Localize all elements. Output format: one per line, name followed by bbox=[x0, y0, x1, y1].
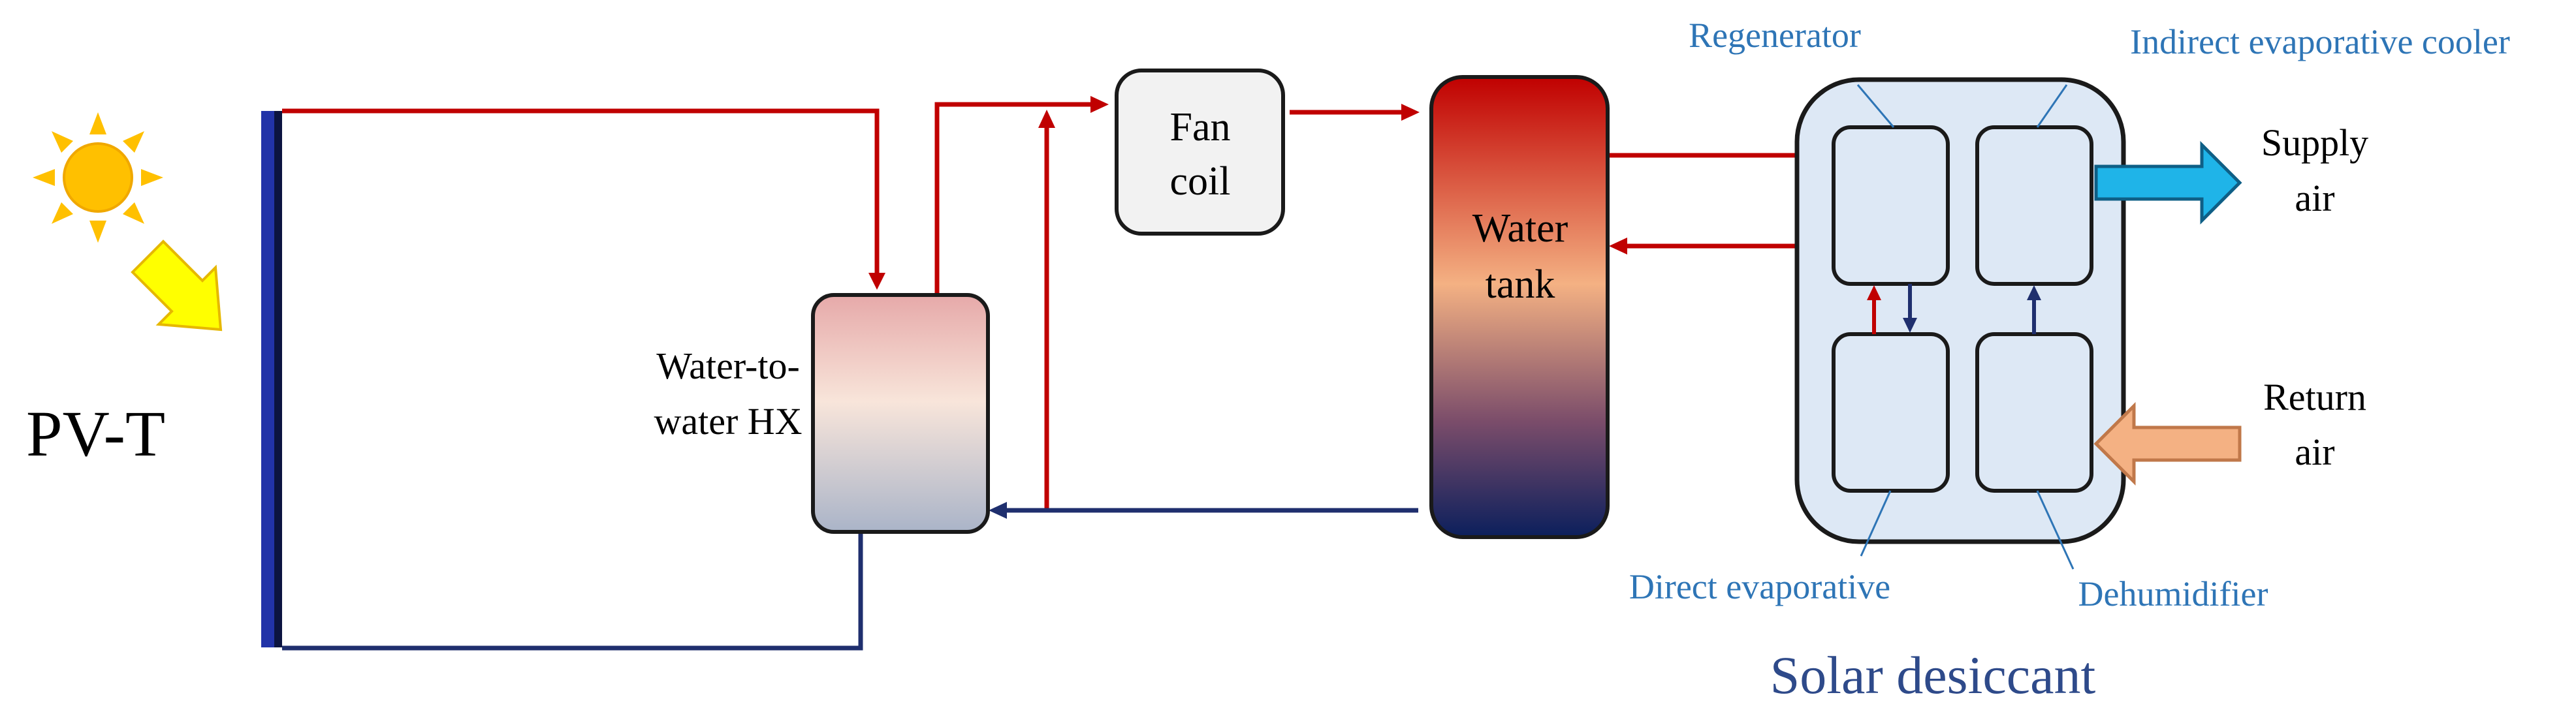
return-air-label-line2: air bbox=[2295, 431, 2334, 473]
pipe-hx-to-fancoil bbox=[934, 102, 1094, 295]
leader-regenerator bbox=[1856, 84, 1895, 128]
indirect-evaporative-cooler-box bbox=[1975, 125, 2093, 286]
supply-air-label-line1: Supply bbox=[2261, 121, 2368, 164]
fan-coil bbox=[1115, 69, 1285, 236]
tank-label-line1: Water bbox=[1472, 206, 1568, 251]
arrow-hx-cold-inlet bbox=[989, 502, 1007, 519]
pipe-hx-to-pvt-cold bbox=[282, 532, 863, 651]
pvt-label: PV-T bbox=[26, 397, 165, 470]
arrow-flow-indirect-up bbox=[2027, 285, 2041, 300]
hx-label-line1: Water-to- bbox=[656, 345, 800, 387]
pipe-pvt-to-hx bbox=[282, 108, 880, 274]
arrow-flow-regenerator-up bbox=[1867, 285, 1881, 300]
hx-label-line2: water HX bbox=[654, 400, 802, 442]
dehumidifier-label: Dehumidifier bbox=[2078, 574, 2268, 613]
leader-direct bbox=[1860, 490, 1892, 557]
supply-air-arrow bbox=[2094, 140, 2242, 225]
sun-icon bbox=[33, 112, 163, 243]
arrow-bypass-up bbox=[1038, 110, 1055, 128]
water-to-water-hx bbox=[811, 293, 990, 534]
return-air-arrow bbox=[2093, 401, 2242, 486]
arrow-tank-inlet bbox=[1401, 104, 1420, 121]
fancoil-label-line1: Fan bbox=[1170, 105, 1231, 149]
arrow-hx-inlet bbox=[868, 273, 885, 290]
arrow-fancoil-inlet bbox=[1090, 96, 1109, 113]
direct-evaporative-box bbox=[1832, 332, 1950, 493]
arrow-tank-return bbox=[1609, 238, 1627, 255]
tank-label-line2: tank bbox=[1486, 262, 1555, 307]
regenerator-label: Regenerator bbox=[1689, 16, 1861, 55]
indirect-evaporative-cooler-label: Indirect evaporative cooler bbox=[2130, 22, 2510, 61]
fancoil-label-line2: coil bbox=[1170, 159, 1231, 204]
direct-evaporative-label: Direct evaporative bbox=[1629, 567, 1890, 606]
pvt-panel bbox=[261, 111, 282, 647]
supply-air-label-line2: air bbox=[2295, 177, 2334, 219]
sunlight-arrow-icon bbox=[131, 240, 223, 332]
arrow-flow-direct-down bbox=[1903, 318, 1917, 333]
regenerator-box bbox=[1832, 125, 1950, 286]
leader-indirect bbox=[2036, 84, 2068, 128]
leader-dehumidifier bbox=[2036, 490, 2075, 570]
dehumidifier-box bbox=[1975, 332, 2093, 493]
water-tank bbox=[1429, 75, 1610, 539]
return-air-label-line1: Return bbox=[2263, 376, 2366, 418]
solar-desiccant-label: Solar desiccant bbox=[1770, 645, 2096, 705]
